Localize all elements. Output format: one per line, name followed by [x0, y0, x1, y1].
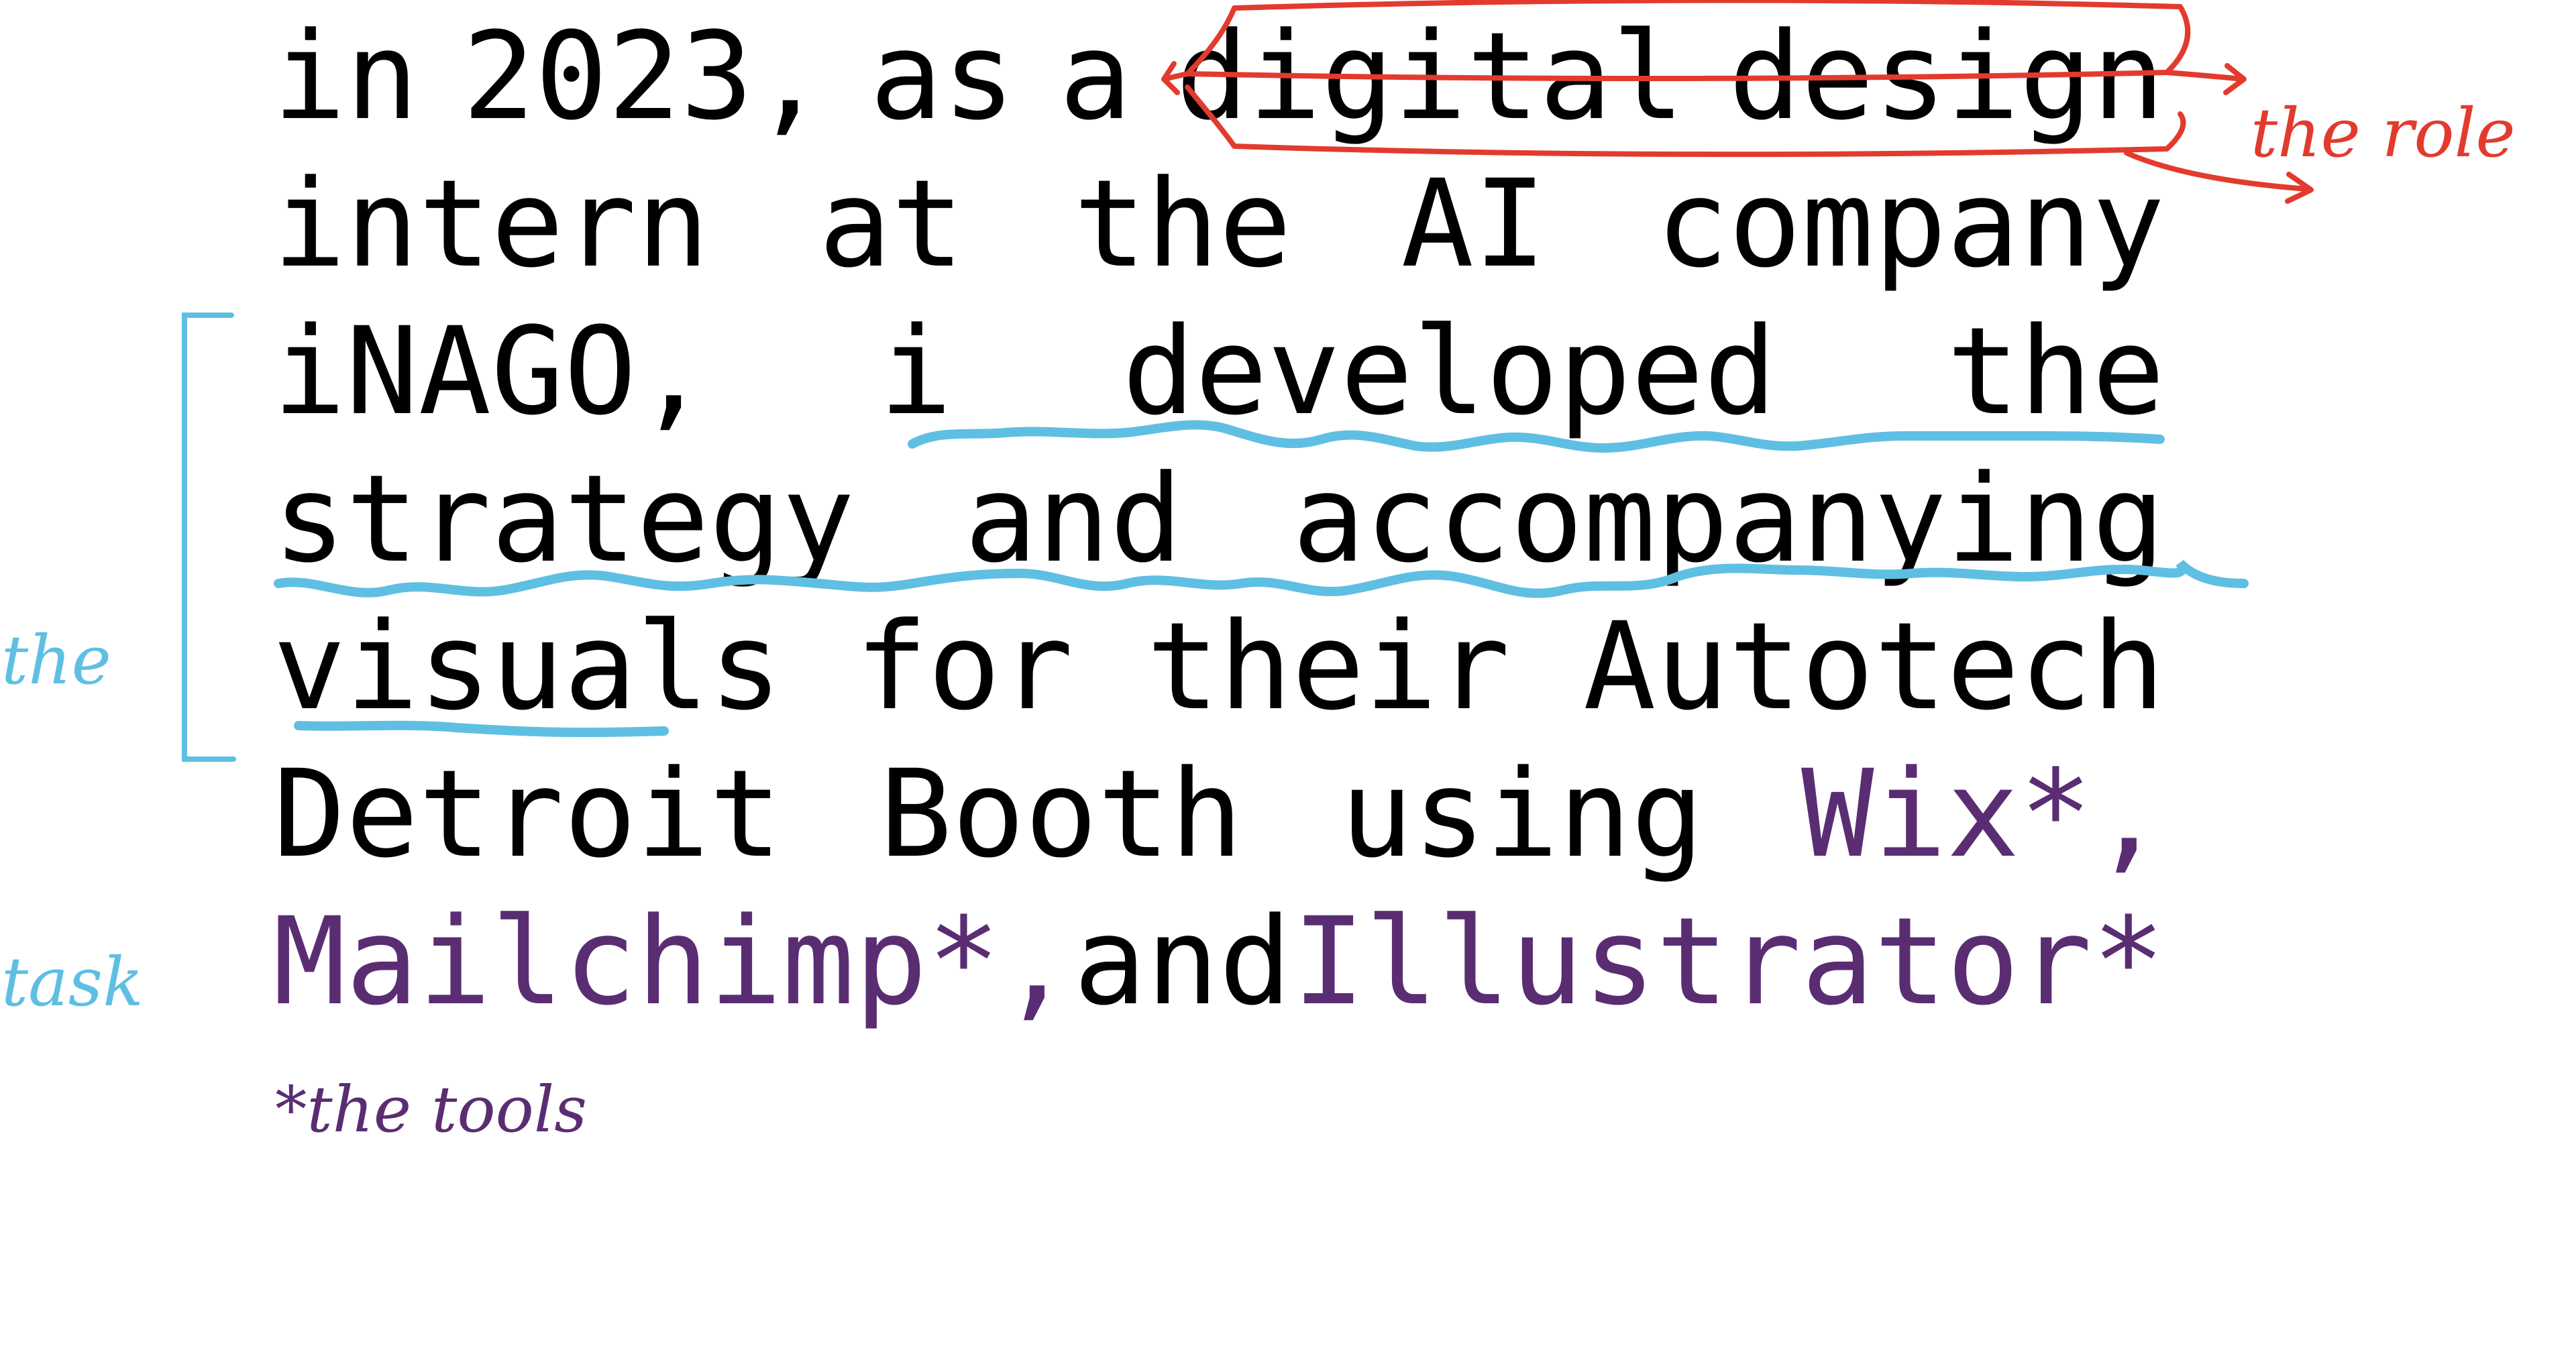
word: their — [1146, 597, 1510, 737]
word: design — [1728, 7, 2165, 147]
role-bracket-right-arrow — [2164, 63, 2247, 95]
word: Detroit — [273, 744, 782, 885]
task-bracket — [182, 313, 236, 762]
word: i — [879, 302, 953, 442]
word: developed — [1122, 302, 1777, 442]
word: digital — [1175, 7, 1685, 147]
text-line-1: in 2023, as a digital design — [273, 3, 2165, 151]
word: visuals — [273, 597, 782, 737]
task-annotation-line: the — [1, 621, 111, 699]
word: in — [273, 7, 419, 147]
word: strategy — [273, 449, 855, 589]
word: the — [1073, 154, 1292, 294]
word: intern — [273, 154, 710, 294]
text-line-3: iNAGO, i developed the — [273, 298, 2165, 446]
task-annotation: the task — [1, 392, 144, 1251]
word: Booth — [879, 744, 1243, 885]
word: a — [1059, 7, 1132, 147]
word: 2023, — [462, 7, 826, 147]
tool-name-illustrator: Illustrator* — [1292, 892, 2165, 1032]
role-annotation: the role — [2251, 94, 2516, 172]
word: at — [818, 154, 965, 294]
word: using — [1340, 744, 1704, 885]
task-annotation-line: task — [1, 943, 144, 1021]
word: AI — [1401, 154, 1547, 294]
word: the — [1946, 302, 2165, 442]
tool-name-mailchimp: Mailchimp*, — [273, 892, 1073, 1032]
text-line-6: Detroit Booth using Wix*, — [273, 741, 2165, 889]
tool-name-wix: Wix*, — [1801, 744, 2165, 885]
text-line-4: strategy and accompanying — [273, 446, 2165, 594]
text-line-7: Mailchimp*, and Illustrator* — [273, 889, 2165, 1036]
word: iNAGO, — [273, 302, 710, 442]
word: accompanying — [1292, 449, 2165, 589]
word: company — [1656, 154, 2165, 294]
text-line-2: intern at the AI company — [273, 151, 2165, 298]
tools-footnote: *the tools — [275, 1073, 587, 1147]
word: Autotech — [1583, 597, 2165, 737]
word: and — [964, 449, 1183, 589]
text-line-5: visuals for their Autotech — [273, 594, 2165, 741]
word: and — [1073, 892, 1292, 1032]
word: as — [869, 7, 1016, 147]
word: for — [855, 597, 1073, 737]
